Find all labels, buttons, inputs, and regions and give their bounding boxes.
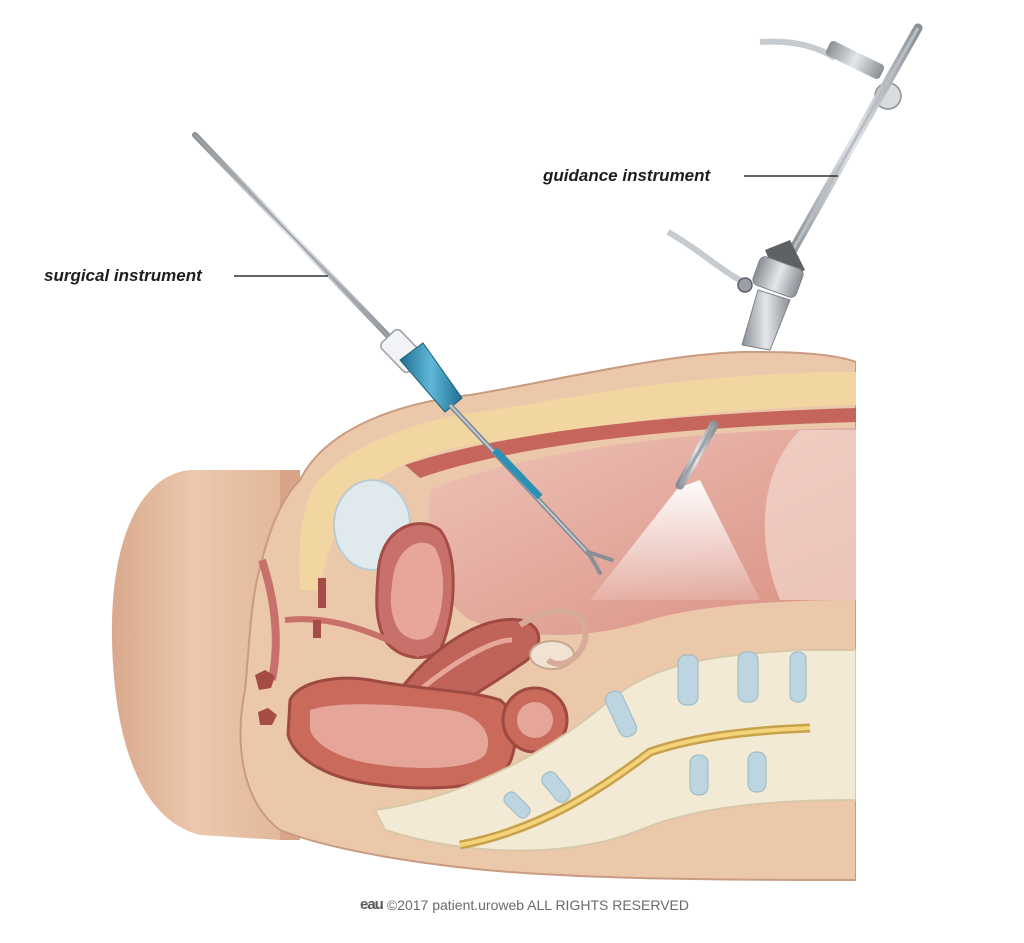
pelvic-organs [255,479,589,790]
spine [373,649,857,852]
copyright-footer: eau ©2017 patient.uroweb ALL RIGHTS RESE… [360,896,689,913]
surgical-instrument-label: surgical instrument [44,266,202,285]
surgical-instrument [192,132,614,575]
copyright-text: ©2017 patient.uroweb ALL RIGHTS RESERVED [386,896,689,913]
guidance-instrument-label: guidance instrument [543,166,711,185]
abdominal-cavity [429,428,856,635]
cut-edge [856,340,866,900]
guidance-instrument [666,23,923,490]
eau-logo: eau [360,896,384,913]
